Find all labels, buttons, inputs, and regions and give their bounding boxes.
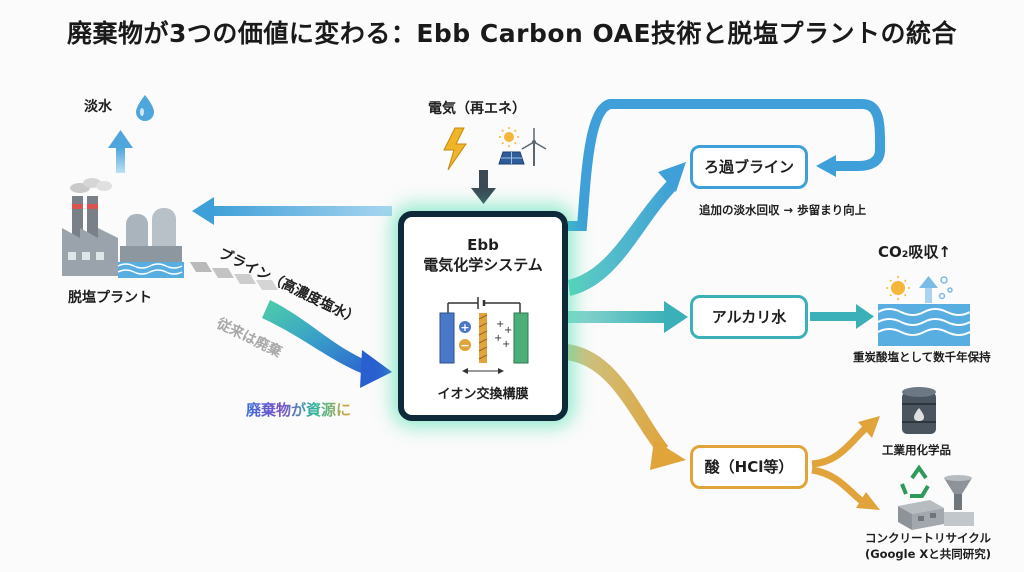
solar-panel-icon <box>498 151 525 165</box>
membrane-label: イオン交換構膜 <box>437 387 529 402</box>
past-disposal-dashes <box>190 262 278 290</box>
water-drop-icon <box>136 95 154 121</box>
page-title: 廃棄物が3つの価値に変わる：Ebb Carbon OAE技術と脱塩プラントの統合 <box>66 19 958 48</box>
alkaline-to-ocean-arrow <box>810 304 874 329</box>
chemical-barrel-icon <box>902 387 936 434</box>
plant-label: 脱塩プラント <box>68 290 152 306</box>
freshwater-arrow <box>108 130 133 173</box>
svg-text:+: + <box>496 319 504 330</box>
concrete-recycling-label: コンクリートリサイクル <box>865 531 991 545</box>
system-title-line1: Ebb <box>467 236 499 254</box>
output-arrow-filtered <box>568 162 686 296</box>
svg-text:+: + <box>494 333 502 344</box>
svg-text:+: + <box>502 339 510 350</box>
ocean-sun-icon <box>886 276 910 300</box>
waste-to-resource-label: 廃棄物が資源に <box>246 401 352 419</box>
sun-icon <box>499 127 519 147</box>
svg-text:+: + <box>460 321 469 334</box>
output-arrow-alkaline <box>568 301 688 333</box>
factory-icon <box>62 178 184 278</box>
co2-uptake-arrow-icon <box>919 276 953 303</box>
ebb-system-box: Ebb 電気化学システム + − + + + + イオン交換構膜 <box>398 211 568 421</box>
co2-uptake-label: CO₂吸収↑ <box>878 243 951 261</box>
freshwater-label: 淡水 <box>84 99 112 115</box>
concrete-block-icon <box>898 500 944 530</box>
funnel-icon <box>944 475 974 526</box>
lightning-icon <box>443 127 467 171</box>
industrial-chemicals-label: 工業用化学品 <box>882 443 951 457</box>
wind-turbine-icon <box>521 128 547 166</box>
electrolysis-cell-icon: + − + + + + <box>439 297 529 374</box>
bicarbonate-note: 重炭酸塩として数千年保持 <box>853 350 991 364</box>
acid-box: 酸（HCl等） <box>690 445 808 489</box>
loop-arrow <box>568 99 885 231</box>
alkaline-water-box: アルカリ水 <box>690 295 808 339</box>
power-arrow <box>471 170 496 204</box>
return-arrow-to-plant <box>192 197 392 225</box>
power-label: 電気（再エネ） <box>428 101 526 117</box>
filtered-brine-box: ろ過ブライン <box>690 145 808 189</box>
svg-text:+: + <box>504 325 512 336</box>
system-title-line2: 電気化学システム <box>423 256 543 274</box>
acid-branch-arrows <box>811 416 880 510</box>
filtered-brine-note: 追加の淡水回収 → 歩留まり向上 <box>699 203 867 217</box>
system-title: Ebb 電気化学システム <box>404 235 562 275</box>
recycle-icon <box>900 464 930 498</box>
svg-text:−: − <box>460 339 469 352</box>
concrete-research-note: (Google Xと共同研究) <box>864 547 992 561</box>
ocean-icon <box>877 304 971 346</box>
output-arrow-acid <box>566 344 686 470</box>
brine-arrow <box>262 300 392 388</box>
